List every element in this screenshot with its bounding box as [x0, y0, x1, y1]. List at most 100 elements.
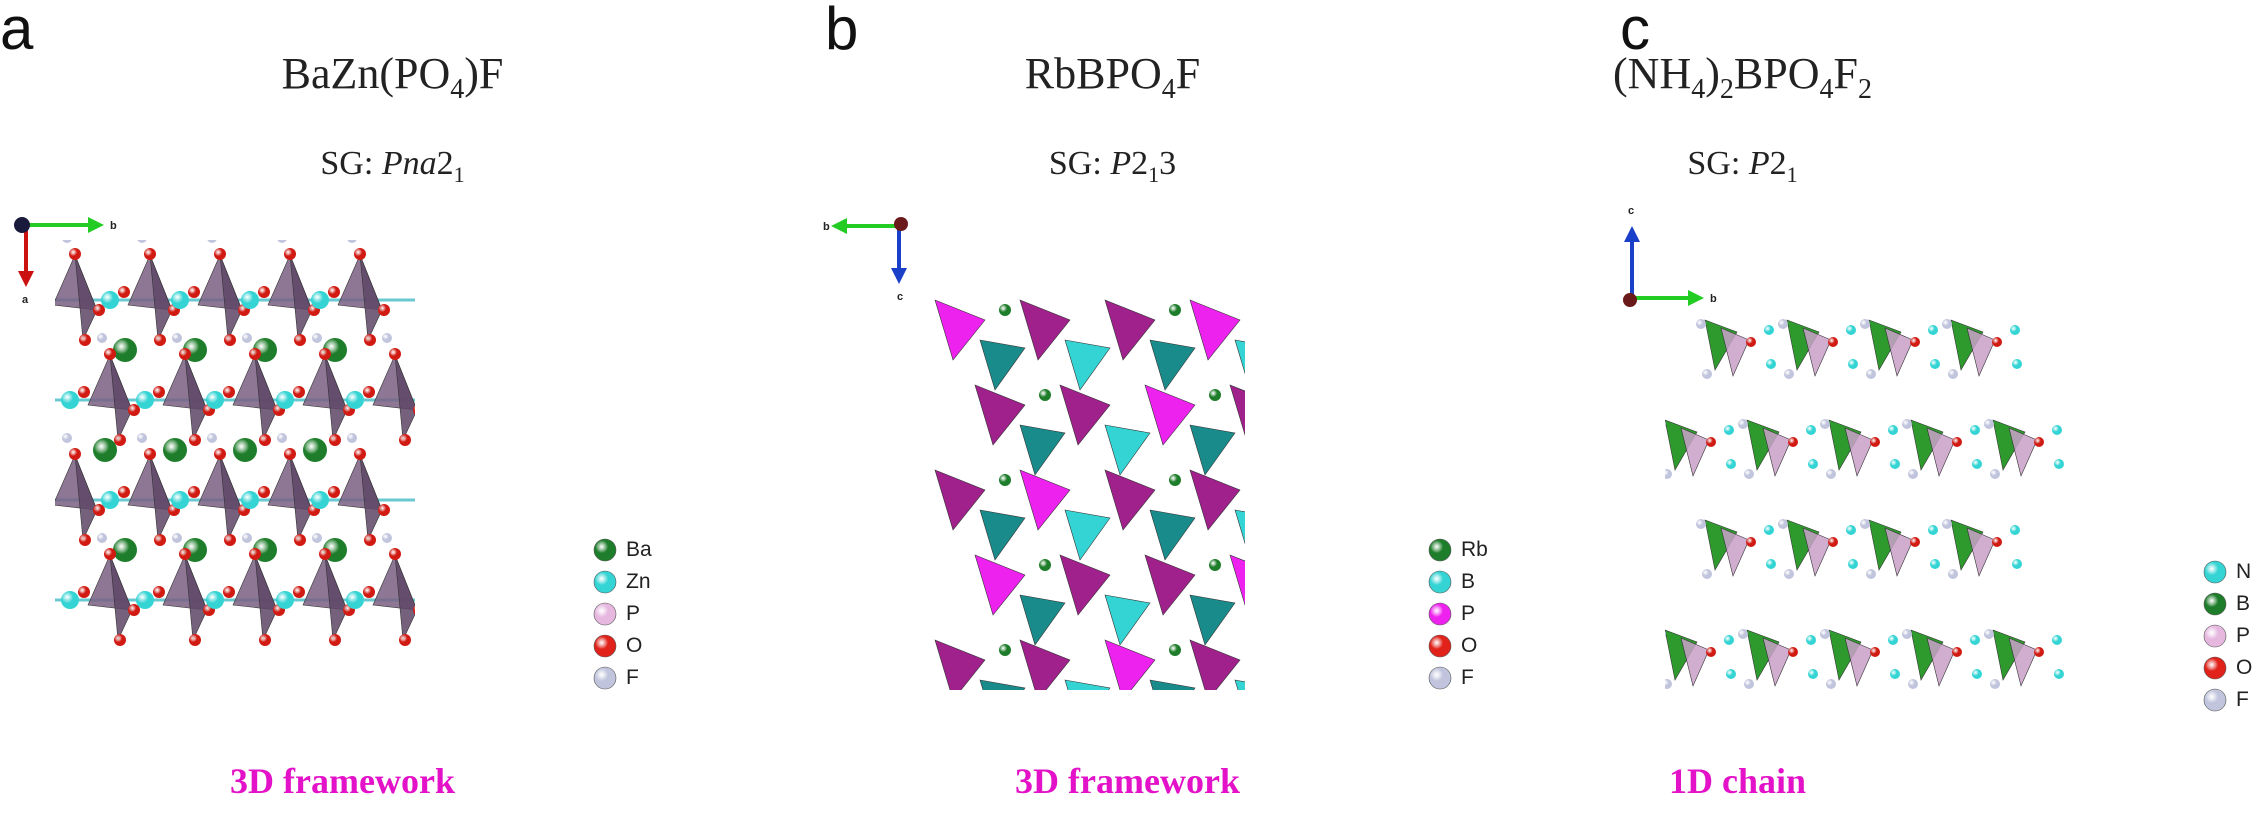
atom-swatch-icon	[593, 602, 617, 626]
po4-tetrahedron	[1019, 299, 1071, 361]
po4-tetrahedron	[1229, 554, 1245, 607]
o-atom	[154, 334, 166, 346]
f-atom	[1902, 419, 1912, 429]
o-atom	[2034, 647, 2044, 657]
n-atom	[1972, 459, 1982, 469]
legend-item: P	[592, 598, 652, 630]
po4-tetrahedron	[1189, 639, 1241, 690]
n-atom	[1726, 669, 1736, 679]
o-atom	[189, 634, 201, 646]
o-atom	[1952, 647, 1962, 657]
legend-item: Rb	[1427, 534, 1488, 566]
n-atom	[2052, 425, 2062, 435]
zn-atom	[171, 291, 189, 309]
o-atom	[154, 534, 166, 546]
po4-tetrahedron	[1189, 299, 1241, 361]
rb-atom	[999, 644, 1011, 656]
phosphate-tetrahedron	[289, 254, 313, 342]
o-atom	[328, 486, 340, 498]
legend-label: O	[1461, 634, 1478, 657]
o-atom	[413, 605, 415, 615]
o-atom	[188, 286, 200, 298]
formula-c: (NH4)2BPO4F2	[1613, 49, 1872, 105]
o-atom	[284, 448, 296, 460]
o-atom	[1828, 337, 1838, 347]
phosphate-tetrahedron	[109, 354, 133, 442]
po4-tetrahedron	[1229, 384, 1245, 437]
legend-label: O	[2236, 656, 2253, 679]
f-atom	[1820, 419, 1830, 429]
legend-label: P	[1461, 602, 1476, 625]
bo3f-tetrahedron	[1149, 339, 1196, 391]
f-atom	[1778, 319, 1788, 329]
legend-label: B	[2236, 592, 2251, 615]
phosphate-tetrahedron	[254, 554, 278, 642]
f-atom	[1990, 469, 2000, 479]
phosphate-tetrahedron	[74, 454, 98, 542]
zn-atom	[171, 491, 189, 509]
legend-label: B	[1461, 570, 1476, 593]
o-atom	[293, 386, 305, 398]
zn-atom	[206, 391, 224, 409]
axis-label-c: c	[897, 291, 903, 303]
f-atom	[1665, 679, 1672, 689]
po4-tetrahedron	[1104, 469, 1156, 531]
f-atom	[1826, 679, 1836, 689]
zn-atom	[346, 391, 364, 409]
po4-tetrahedron	[934, 639, 986, 690]
po4-tetrahedron	[1762, 637, 1792, 687]
zn-atom	[136, 591, 154, 609]
atom-swatch-icon	[2203, 656, 2227, 680]
zn-atom	[241, 491, 259, 509]
legend-label: P	[626, 602, 641, 625]
f-atom	[172, 533, 182, 543]
legend-label: O	[626, 634, 643, 657]
o-atom	[224, 334, 236, 346]
o-atom	[1992, 337, 2002, 347]
o-atom	[179, 348, 191, 360]
o-atom	[69, 448, 81, 460]
bo3f-tetrahedron	[979, 509, 1026, 561]
f-atom	[347, 240, 357, 243]
f-atom	[242, 533, 252, 543]
o-atom	[153, 386, 165, 398]
space-group-c: SG: P21	[1687, 145, 1798, 187]
n-atom	[1970, 425, 1980, 435]
po4-tetrahedron	[1144, 554, 1196, 616]
atom-swatch-icon	[1428, 602, 1452, 626]
n-atom	[1764, 525, 1774, 535]
po4-tetrahedron	[1802, 327, 1832, 377]
phosphate-tetrahedron	[219, 454, 243, 542]
legend-item: B	[2202, 588, 2252, 620]
legend-item: F	[1427, 662, 1488, 694]
ba-atom	[233, 438, 257, 462]
po4-tetrahedron	[1844, 427, 1874, 477]
phosphate-tetrahedron	[359, 454, 383, 542]
po4-tetrahedron	[974, 554, 1026, 616]
rb-atom	[999, 304, 1011, 316]
crystal-structure-a	[55, 240, 415, 646]
space-group-b: SG: P213	[1048, 145, 1177, 187]
o-atom	[144, 248, 156, 260]
po4-tetrahedron	[1926, 427, 1956, 477]
atom-swatch-icon	[593, 666, 617, 690]
n-atom	[1806, 425, 1816, 435]
n-atom	[2010, 525, 2020, 535]
legend-label: P	[2236, 624, 2251, 647]
ba-atom	[163, 438, 187, 462]
f-atom	[207, 240, 217, 243]
atom-swatch-icon	[2203, 592, 2227, 616]
po4-tetrahedron	[934, 469, 986, 531]
n-atom	[1928, 525, 1938, 535]
rb-atom	[1169, 474, 1181, 486]
po4-tetrahedron	[1189, 469, 1241, 531]
f-atom	[1948, 369, 1958, 379]
legend-label: Rb	[1461, 538, 1488, 561]
o-atom	[258, 286, 270, 298]
f-atom	[1826, 469, 1836, 479]
o-atom	[378, 504, 390, 516]
f-atom	[347, 433, 357, 443]
f-atom	[137, 240, 147, 243]
o-atom	[354, 248, 366, 260]
